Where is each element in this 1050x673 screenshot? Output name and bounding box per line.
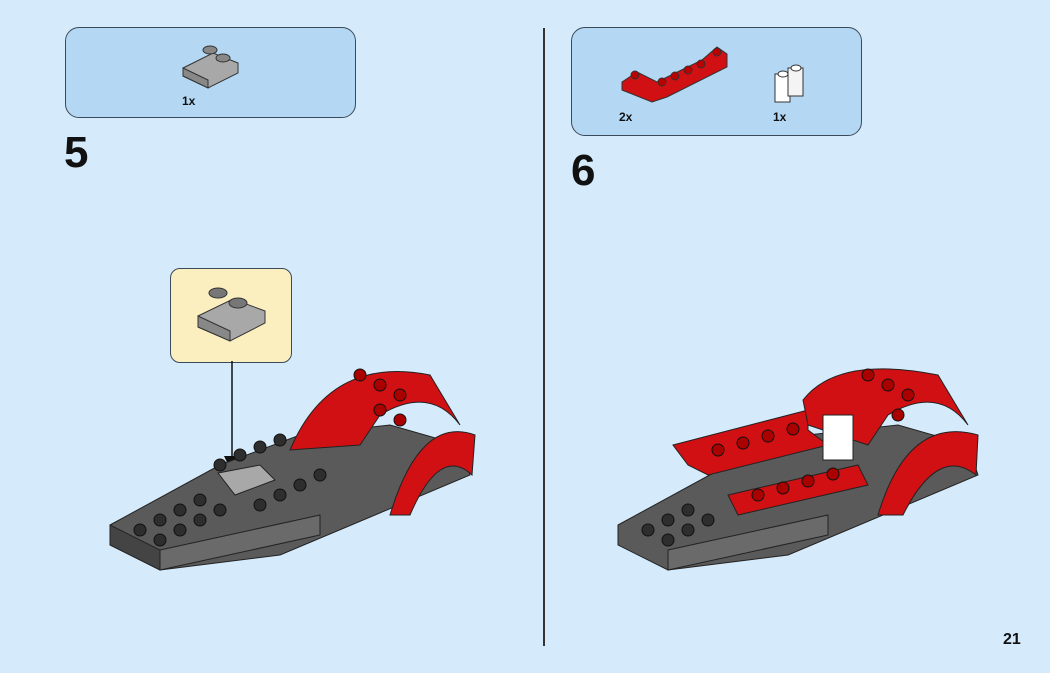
part-qty: 1x [182, 94, 196, 108]
white-round-brick-icon [774, 64, 804, 103]
car-model-step-6 [617, 368, 979, 571]
gray-slope-brick-icon [197, 287, 266, 342]
part-qty: 2x [619, 110, 633, 124]
step-number: 6 [571, 146, 596, 195]
car-model-step-5 [109, 368, 476, 571]
step-divider [543, 28, 545, 646]
step-5-parts-panel: 1x [65, 27, 356, 118]
part-qty: 1x [773, 110, 787, 124]
part-callout [170, 268, 292, 363]
page-number: 21 [1003, 631, 1021, 648]
gray-slope-brick-icon [182, 45, 239, 89]
step-6-parts-panel: 2x 1x [571, 27, 862, 136]
step-number: 5 [64, 128, 89, 177]
red-inverted-slope-brick-icon [621, 46, 728, 103]
